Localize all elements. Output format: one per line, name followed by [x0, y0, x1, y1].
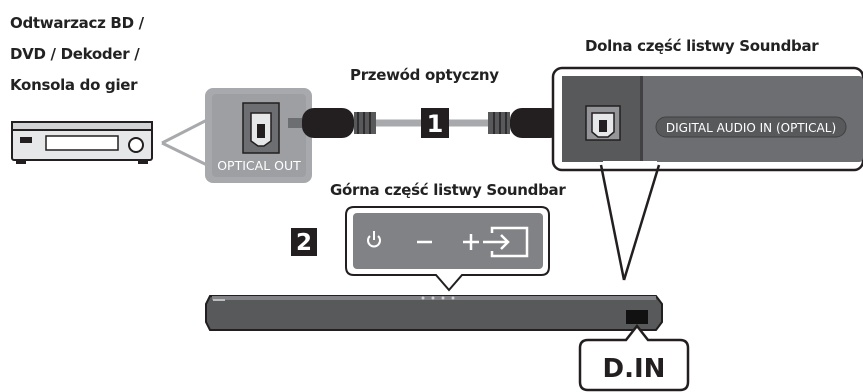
volume-up-icon: [463, 234, 479, 250]
display-text: D.IN: [603, 354, 666, 384]
soundbar-bottom-panel: [551, 66, 863, 172]
soundbar-top-panel: [345, 206, 550, 292]
source-device-line-3: Konsola do gier: [10, 76, 138, 94]
soundbar-display: [626, 310, 648, 324]
step-1-badge: [421, 108, 449, 138]
step-2-badge: [291, 228, 317, 256]
soundbar-body: [205, 295, 663, 331]
cable-label: Przewód optyczny: [350, 66, 499, 84]
power-icon: [367, 231, 381, 248]
digital-audio-in-label: DIGITAL AUDIO IN (OPTICAL): [666, 121, 836, 135]
display-callout: [578, 323, 690, 392]
soundbar-bottom-label: Dolna część listwy Soundbar: [585, 37, 819, 55]
step-2-number: 2: [296, 230, 312, 256]
source-device-line-2: DVD / Dekoder /: [10, 45, 140, 63]
bottom-callout-line: [599, 164, 626, 281]
optical-cable-left-connector: [288, 108, 376, 138]
input-source-icon: [483, 226, 529, 258]
source-callout-line: [161, 118, 208, 145]
source-device-label: Odtwarzacz BD / DVD / Dekoder / Konsola …: [10, 8, 210, 101]
bd-player-icon: [11, 121, 153, 164]
source-device-line-1: Odtwarzacz BD /: [10, 14, 144, 32]
optical-out-panel: [205, 88, 312, 183]
optical-out-label: OPTICAL OUT: [217, 158, 301, 173]
step-1-number: 1: [427, 110, 444, 138]
soundbar-top-label: Górna część listwy Soundbar: [330, 181, 566, 199]
